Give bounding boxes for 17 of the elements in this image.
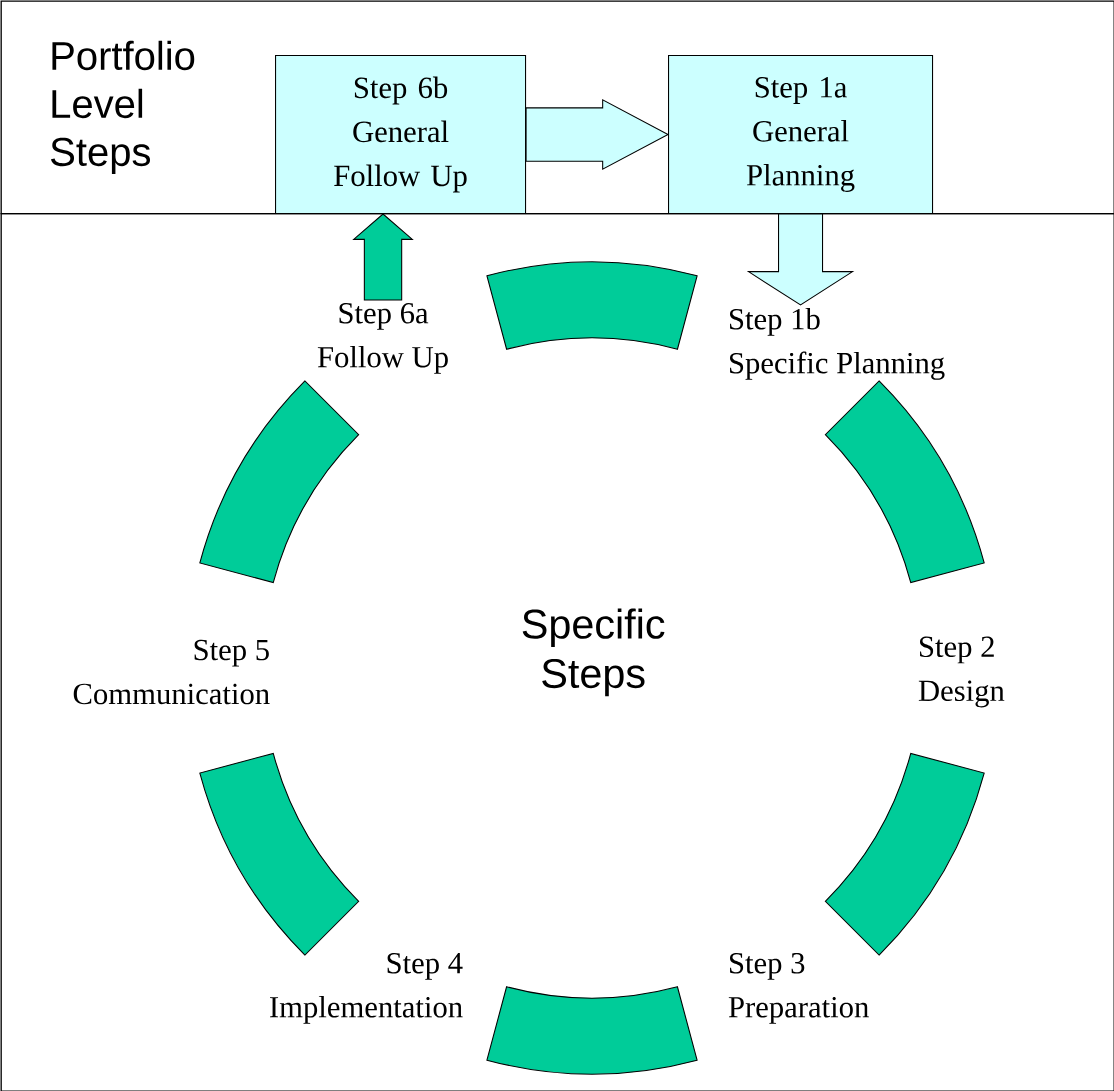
block-arrow — [746, 213, 855, 306]
cycle-segment — [486, 261, 698, 350]
cycle-segment — [199, 380, 360, 584]
step-label: Step 3 Preparation — [728, 952, 869, 1024]
step-box: Step 1a General Planning — [668, 54, 934, 215]
step-label: Step 4 Implementation — [270, 952, 463, 1024]
step-label: Step 1b Specific Planning — [730, 307, 945, 380]
step-label: Step 5 Communication — [73, 639, 270, 705]
block-arrow — [525, 98, 670, 171]
block-arrow — [352, 213, 414, 301]
cycle-segment — [824, 752, 985, 956]
step-label: Step 2 Design — [918, 636, 1005, 708]
step-box: Step 6b General Follow Up — [275, 54, 527, 215]
cycle-segment — [824, 380, 985, 584]
cycle-segment — [486, 986, 698, 1075]
step-label: Step 6a Follow Up — [317, 302, 448, 374]
cycle-segment — [199, 752, 360, 956]
